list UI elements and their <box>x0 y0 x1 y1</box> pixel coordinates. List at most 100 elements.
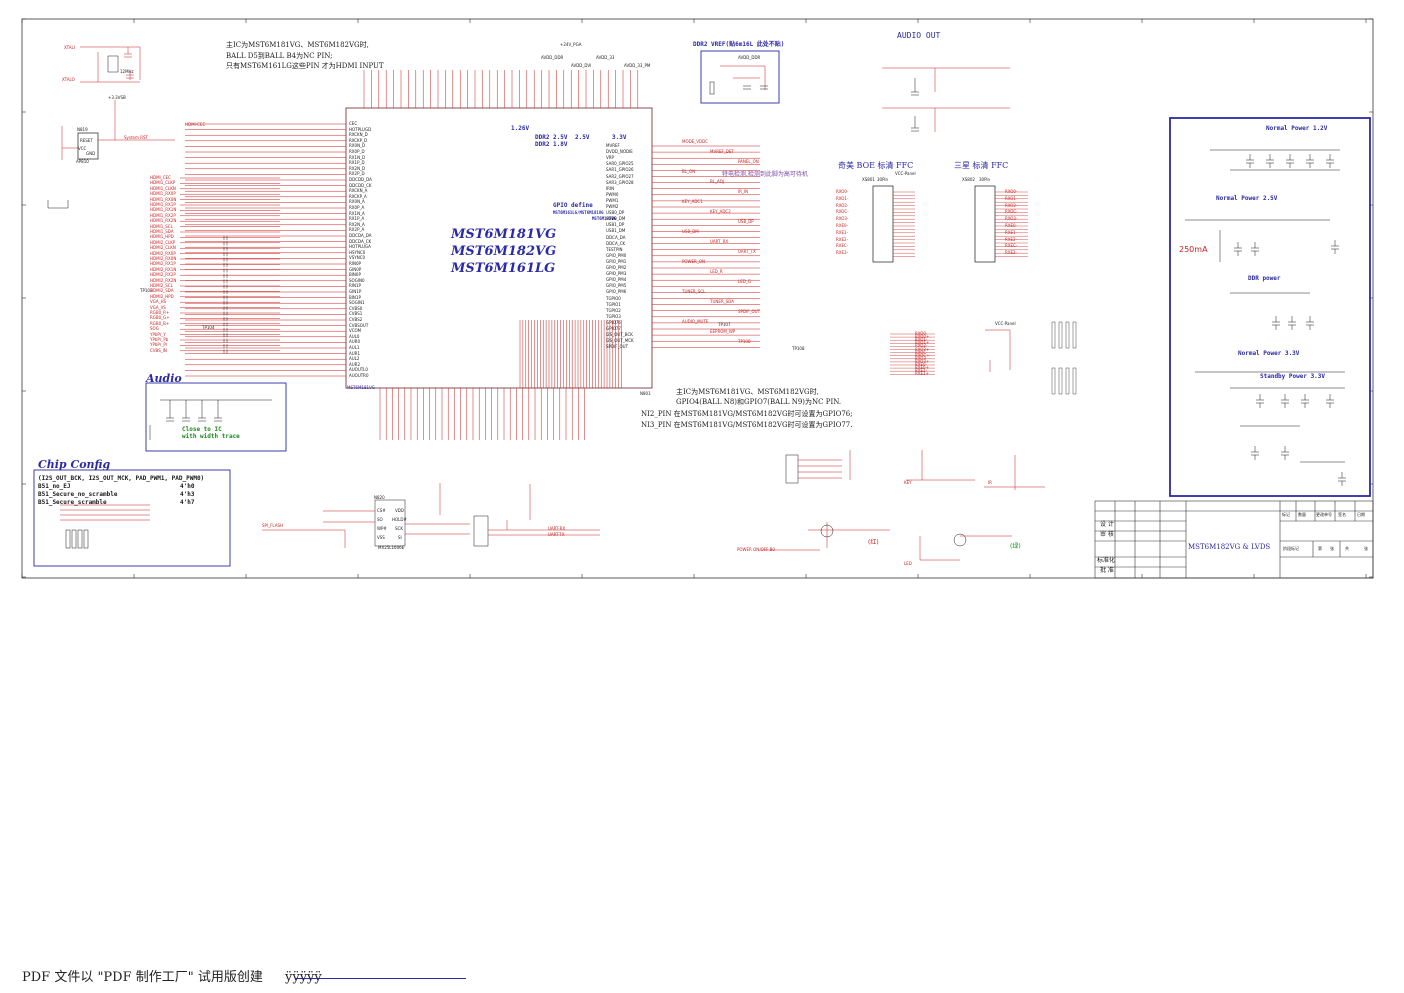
top-note-2: BALL D5到BALL B4为NC PIN; <box>226 52 333 60</box>
right-net-label: USB_DP <box>738 219 754 224</box>
tb-total: 共 <box>1345 546 1349 551</box>
tb-h3: 更改单号 <box>1316 512 1332 517</box>
flash-pin-vdd: VDD <box>395 508 404 513</box>
hdmi-net-label: HDMI1_RX0P <box>150 191 176 197</box>
rail-126: 1.26V <box>511 125 530 132</box>
left-pin-label: RX2P_A <box>349 227 365 233</box>
hdmi-net-label: HDMI2_RX1P <box>150 261 176 267</box>
left-pin-label: RX0P_A <box>349 205 365 210</box>
left-pin-label: RX2N_A <box>349 221 365 227</box>
right-net-label: AUDIO_MUTE <box>682 319 709 324</box>
power-on-off: POWER ON/OFF B0 <box>737 547 775 552</box>
reset-ic <box>47 100 175 209</box>
chip-config-resistors <box>60 504 150 549</box>
left-pin-label: AUR1 <box>349 350 360 356</box>
top-note-3: 只有MST6M161LG这些PIN 才为HDMI INPUT <box>226 62 384 70</box>
rail-avdd-dvi: AVDD_DVI <box>571 63 592 68</box>
hdmi-net-label: HDMI2_RX2N <box>150 277 177 283</box>
right-net-label: PANEL_ON <box>738 159 759 164</box>
tb-check: 审 核 <box>1100 531 1114 538</box>
tb-sheet-unit: 张 <box>1330 546 1334 551</box>
right-pin-label: GPIO77 <box>606 326 621 331</box>
chip-config-row-2-value: 4'h3 <box>180 491 195 498</box>
left-pin-label: AUOUTR0 <box>349 373 369 378</box>
footer-link[interactable]: ÿÿÿÿÿ <box>285 970 322 985</box>
flash-pin-sck: SCK <box>395 526 403 531</box>
xtal-in: XTALI <box>64 45 75 50</box>
lvds-resistor <box>1058 321 1063 349</box>
right-net-label: LED_R <box>710 269 723 274</box>
main-ic-name-2: MST6M182VG <box>451 244 557 259</box>
left-pin-label: RX2N_D <box>349 165 366 171</box>
hdmi-cec-label: HDMI-CEC <box>185 122 206 127</box>
tb-standard: 标准化 <box>1097 557 1116 564</box>
lvds-resistor <box>1051 321 1056 349</box>
ffc-boe-vcc: VCC-Panel <box>895 171 916 176</box>
ffc-samsung-ref: XS802 <box>962 177 975 182</box>
flash-pin-si: SI <box>398 535 402 540</box>
tp107: TP107 <box>718 322 731 327</box>
lvds-resistor <box>1065 321 1070 349</box>
left-pin-label: RXCKP_D <box>349 137 368 143</box>
normal-33: Normal Power 3.3V <box>1238 350 1300 357</box>
main-ic-name-3: MST6M161LG <box>451 261 556 276</box>
gpio-define: GPIO define <box>553 202 593 209</box>
tb-approve: 批 准 <box>1100 567 1114 574</box>
left-pin-label: VCOM <box>349 328 362 334</box>
vcc-panel-label: VCC-Panel <box>995 321 1016 326</box>
left-pin-label: DDCDA_CK <box>349 238 372 244</box>
ffc-boe-net: RXO3- <box>836 216 849 222</box>
chip-config-row-3-value: 4'h7 <box>180 499 195 506</box>
right-pin-label: TGPIO0 <box>606 295 621 301</box>
right-pin-label: MVREF <box>606 143 620 148</box>
power-caps <box>1185 149 1346 486</box>
ffc-boe-net: RXO1- <box>836 195 849 201</box>
right-pin-label: TGPIO3 <box>606 313 621 319</box>
rail-25: 2.5V <box>575 134 590 141</box>
left-pin-label: HOTPLUGA <box>349 244 371 250</box>
lvds-net: RXO2- <box>915 343 928 349</box>
gpio-define-sub1: MST6M161LG/MST6M181VG <box>553 210 604 215</box>
reset-pin-vcc: VCC <box>78 146 87 151</box>
chip-config-row-1-value: 4'h0 <box>180 483 195 490</box>
lvds-resistor-network <box>890 321 1077 395</box>
lvds-net: RXO3+ <box>915 358 930 364</box>
left-pin-label: RXCKP_A <box>349 193 367 199</box>
left-pin-label: RXCKN_A <box>349 188 368 194</box>
ffc-boe-net: RXE3- <box>836 250 849 256</box>
hdmi-net-label: HDMI_CEC <box>150 175 171 180</box>
left-pin-label: AUR0 <box>349 339 360 345</box>
right-pin-label: DDCA_DA <box>606 234 626 240</box>
ffc-boe-net: RXO0- <box>836 189 849 194</box>
rail-avdd-33-pm: AVDD_33_PM <box>624 63 651 68</box>
right-pin-label: TGPIO1 <box>606 301 621 307</box>
special-detect-note: 特电检测,检测到此脚为高可待机 <box>722 171 808 178</box>
bottom-note-1: 主IC为MST6M181VG、MST6M182VG时, <box>676 388 819 396</box>
ffc-samsung-net: RXO2- <box>1005 202 1018 208</box>
right-pin-label: SAR1_GPIO26 <box>606 167 634 173</box>
lvds-net: RXE1+ <box>915 371 929 377</box>
left-pin-label: DDCDA_DA <box>349 233 372 238</box>
uart-rx: UART-RX <box>548 526 566 531</box>
power-box <box>1169 117 1371 497</box>
left-pin-label: CVBS0 <box>349 305 363 311</box>
left-pin-label: SOGIN0 <box>349 277 365 283</box>
rail-33: 3.3V <box>612 134 627 141</box>
right-pin-label: I2S_OUT_MCK <box>606 338 634 344</box>
ffc-samsung-net: RXO3- <box>1005 216 1018 222</box>
hdmi-net-label: HDMI1_SCL <box>150 223 173 229</box>
right-pin-label: SAR2_GPIO27 <box>606 173 634 179</box>
right-pin-label: GPIO_PM6 <box>606 289 627 295</box>
right-net-label: BL_ADJ <box>710 179 724 184</box>
ddr2-vref-box <box>700 50 780 104</box>
lvds-net: RXE0+ <box>915 365 929 371</box>
lvds-net: RXO0- <box>915 331 928 336</box>
rail-24v: +24V_PGA <box>560 42 582 47</box>
hdmi-net-label: HDMI2_SDA <box>150 288 174 294</box>
hdmi-net-label: VGA_HS <box>150 299 167 305</box>
right-pin-label: GPIO76 <box>606 319 621 325</box>
main-ic-designator: N801 <box>640 391 651 396</box>
hdmi-net-label: HDMI2_HPD <box>150 293 174 299</box>
lvds-net: RXOC+ <box>915 352 930 358</box>
left-pin-label: AUL1 <box>349 345 360 350</box>
